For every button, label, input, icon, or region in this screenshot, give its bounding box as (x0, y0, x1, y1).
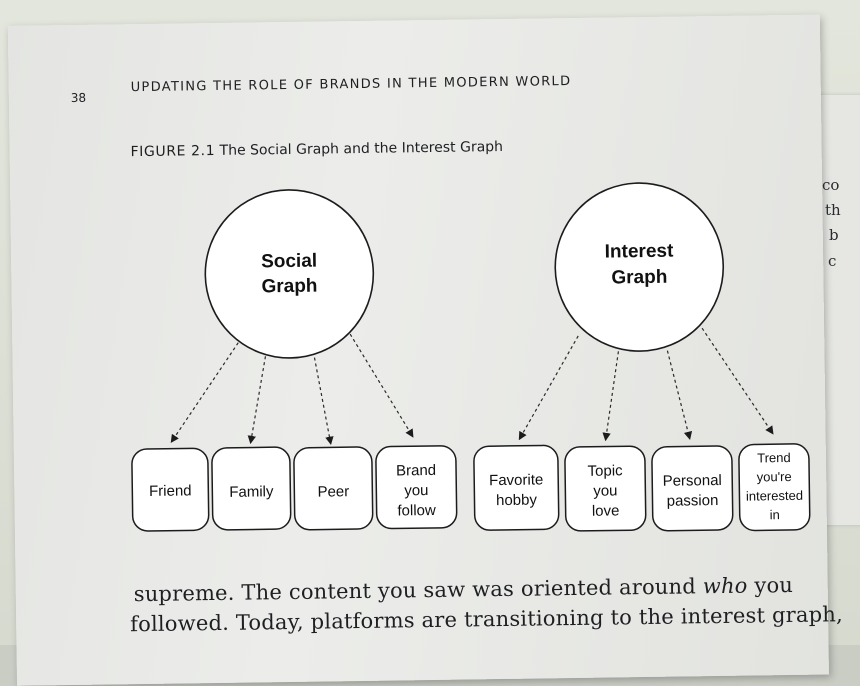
node-brand-label-line-3: follow (397, 502, 436, 520)
node-peer-label: Peer (317, 483, 349, 500)
facing-page-text-4: c (828, 252, 837, 270)
node-hobby-label-line-1: Favorite (489, 471, 543, 489)
interest-graph: Interest Graph Favorite hobby Topic you … (473, 182, 811, 532)
book-page: 38 UPDATING THE ROLE OF BRANDS IN THE MO… (7, 14, 843, 686)
node-trend-label-line-4: in (770, 507, 780, 522)
node-topic-label-line-3: love (592, 502, 620, 519)
node-trend-label-line-1: Trend (757, 450, 791, 465)
arrow-to-trend (701, 327, 774, 435)
node-brand-label-line-1: Brand (396, 462, 436, 480)
node-passion-label-line-1: Personal (663, 472, 722, 490)
interest-graph-title-line-1: Interest (605, 241, 675, 263)
node-topic-label-line-2: you (593, 482, 617, 499)
interest-graph-title-line-2: Graph (611, 267, 667, 289)
node-brand-label-line-2: you (404, 482, 428, 499)
interest-graph-circle (554, 182, 725, 352)
node-peer (293, 446, 374, 531)
graph-diagram: Social Graph Friend Family Peer Brand yo… (131, 182, 811, 532)
arrow-to-passion (666, 350, 693, 441)
arrow-to-hobby (518, 335, 579, 441)
node-family-label: Family (229, 483, 274, 501)
body-line-1-end: you (747, 572, 794, 598)
node-friend-label: Friend (149, 482, 192, 500)
node-trend-label-line-2: you're (757, 469, 792, 484)
arrow-to-family (247, 356, 267, 445)
node-trend-interested (738, 443, 811, 532)
arrow-to-friend (170, 342, 239, 444)
node-brand-you-follow (375, 445, 458, 530)
social-graph-title-line-2: Graph (261, 276, 317, 298)
arrow-to-brand (349, 333, 414, 438)
body-line-1-emphasis: who (702, 573, 748, 599)
node-trend-label-line-3: interested (746, 488, 803, 504)
node-family (211, 446, 292, 531)
node-topic-label-line-1: Topic (587, 462, 623, 479)
facing-page-text-3: b (829, 226, 839, 244)
arrow-to-topic (602, 351, 620, 442)
node-passion-label-line-2: passion (667, 492, 719, 510)
facing-page-text-2: th (825, 201, 841, 219)
arrow-to-peer (313, 357, 334, 446)
node-friend (131, 447, 210, 532)
facing-page-text-1: co (822, 176, 840, 194)
social-graph-title-line-1: Social (261, 251, 317, 273)
node-favorite-hobby (473, 444, 560, 531)
node-personal-passion (651, 445, 734, 532)
social-graph-circle (204, 189, 375, 359)
social-graph: Social Graph Friend Family Peer Brand yo… (131, 189, 458, 532)
node-hobby-label-line-2: hobby (496, 492, 538, 510)
node-topic-you-love (564, 445, 647, 532)
